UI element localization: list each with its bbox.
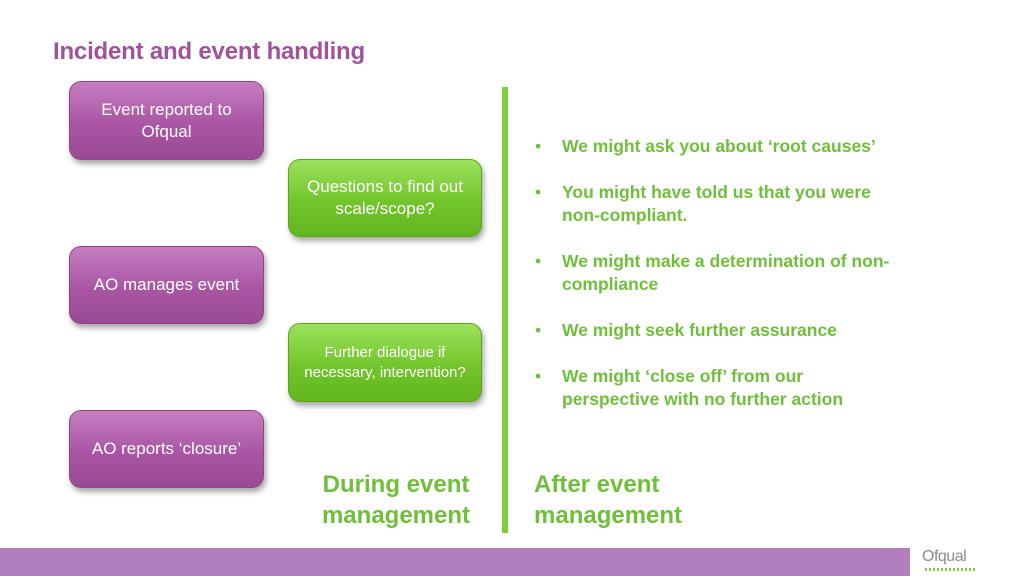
ao-manages-event-box: AO manages event	[69, 246, 264, 324]
bullet-dot-icon: •	[535, 251, 542, 271]
logo-underline-dots	[925, 568, 977, 571]
footer-bar	[0, 548, 910, 576]
page-title: Incident and event handling	[53, 38, 365, 65]
event-reported-box: Event reported to Ofqual	[69, 81, 264, 160]
bullet-item: •We might ask you about ‘root causes’	[535, 136, 876, 156]
bullet-dot-icon: •	[535, 136, 542, 156]
bullet-dot-icon: •	[535, 320, 542, 340]
ofqual-logo: Ofqual	[922, 548, 967, 565]
bullet-item: •We might ‘close off’ from our perspecti…	[535, 366, 844, 409]
further-dialogue-box: Further dialogue if necessary, intervent…	[288, 323, 482, 402]
questions-scale-scope-box: Questions to find out scale/scope?	[288, 159, 482, 237]
bullet-item: •We might seek further assurance	[535, 320, 837, 340]
divider-line	[502, 87, 508, 533]
bullet-item: •You might have told us that you were no…	[535, 182, 871, 225]
during-event-label: During event management	[321, 471, 471, 529]
ao-reports-closure-box: AO reports ‘closure’	[69, 410, 264, 488]
bullet-item: •We might make a determination of non-co…	[535, 251, 890, 294]
bullet-dot-icon: •	[535, 182, 542, 202]
bullet-dot-icon: •	[535, 366, 542, 386]
after-event-label: After event management	[534, 471, 683, 529]
after-event-bullet-list: •We might ask you about ‘root causes’ •Y…	[533, 135, 893, 434]
